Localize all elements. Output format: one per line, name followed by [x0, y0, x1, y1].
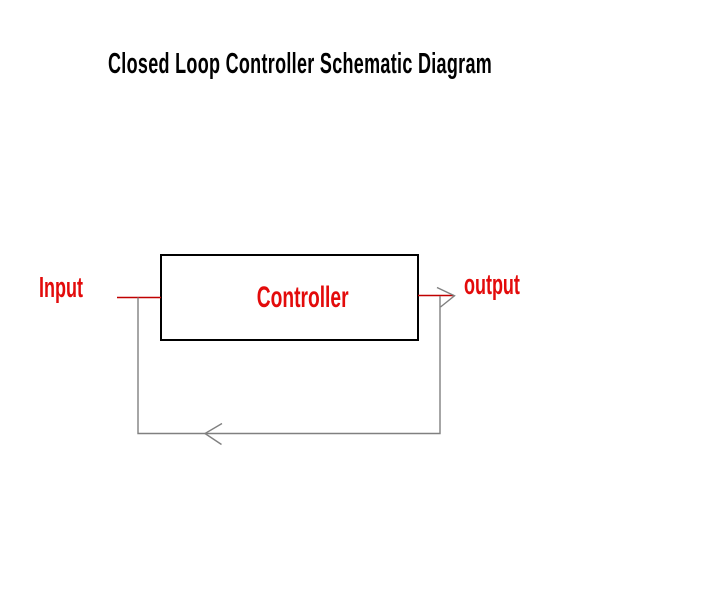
diagram-title-text: Closed Loop Controller Schematic Diagram: [108, 48, 493, 80]
output-label-text: output: [464, 269, 520, 301]
controller-label: Controller: [231, 280, 374, 314]
output-label: output: [464, 271, 554, 300]
diagram-title: Closed Loop Controller Schematic Diagram: [108, 50, 726, 79]
input-label-text: Input: [39, 272, 83, 304]
controller-label-text: Controller: [256, 280, 349, 314]
controller-box: Controller: [160, 254, 419, 341]
input-label: Input: [39, 274, 110, 303]
feedback-arrowhead: [203, 422, 223, 446]
output-arrowhead: [436, 286, 456, 308]
